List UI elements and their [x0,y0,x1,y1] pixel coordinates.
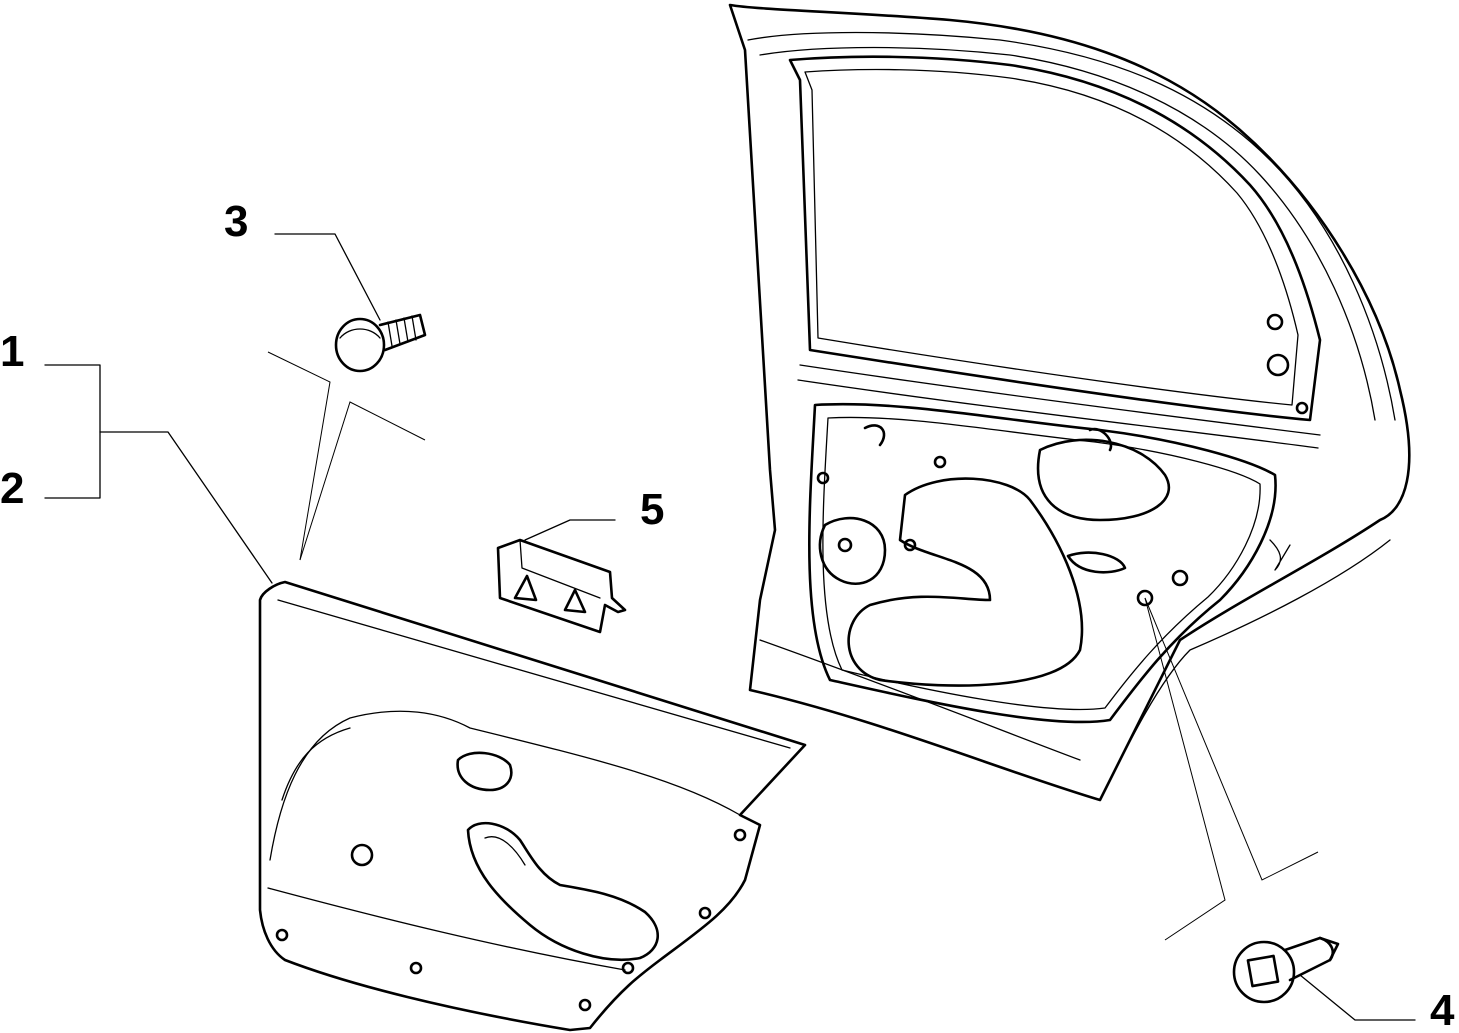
callout-1: 1 [0,327,24,376]
door-shell [728,3,1411,802]
door-trim-panel [258,580,807,1032]
push-pin-part-4 [1232,936,1340,1004]
bracket-part-5 [496,538,627,634]
callout-4: 4 [1430,986,1455,1033]
clip-part-3 [334,313,427,373]
callout-5: 5 [640,485,664,534]
leader-lines [44,233,1416,1021]
explode-guides [267,351,1319,941]
callout-2: 2 [0,464,24,513]
callout-3: 3 [224,197,248,246]
